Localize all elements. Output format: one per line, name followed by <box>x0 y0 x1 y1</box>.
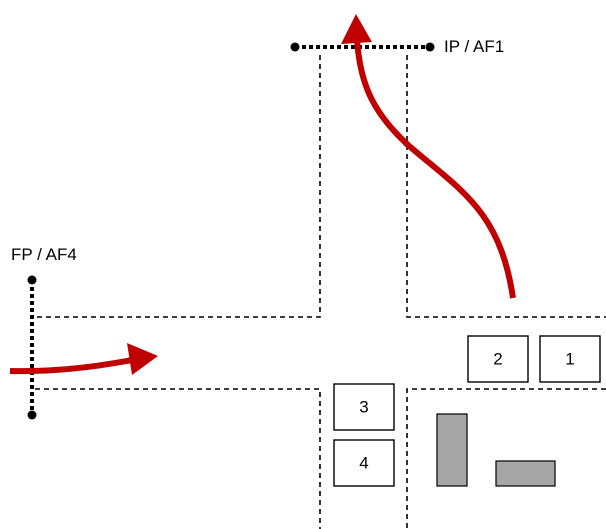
road-edge-north-left <box>35 55 321 318</box>
gate-top <box>290 42 435 52</box>
gate-top-end-left <box>290 42 300 52</box>
obstacle-vertical <box>436 413 468 487</box>
route-arrow-north <box>341 14 516 299</box>
label-top-point: IP / AF1 <box>444 37 504 56</box>
gate-left-end-bottom <box>27 410 37 420</box>
box-4: 4 <box>333 439 395 487</box>
road-edges <box>35 55 606 529</box>
box-2-label: 2 <box>493 350 502 369</box>
gate-top-end-right <box>425 42 435 52</box>
road-edge-south-right <box>406 388 606 529</box>
box-1-label: 1 <box>565 350 574 369</box>
route-arrow-north-head <box>341 14 372 44</box>
box-4-label: 4 <box>359 454 368 473</box>
road-edge-north-right <box>406 55 606 318</box>
obstacle-horizontal <box>495 460 556 487</box>
gate-left <box>27 275 37 420</box>
box-3-label: 3 <box>359 398 368 417</box>
box-3: 3 <box>333 383 395 431</box>
gate-left-end-top <box>27 275 37 285</box>
road-edge-south-left <box>35 388 321 529</box>
route-arrow-east <box>9 343 158 375</box>
label-left-point: FP / AF4 <box>11 245 77 264</box>
box-2: 2 <box>467 335 529 383</box>
box-1: 1 <box>539 335 601 383</box>
route-arrow-east-head <box>127 343 158 375</box>
